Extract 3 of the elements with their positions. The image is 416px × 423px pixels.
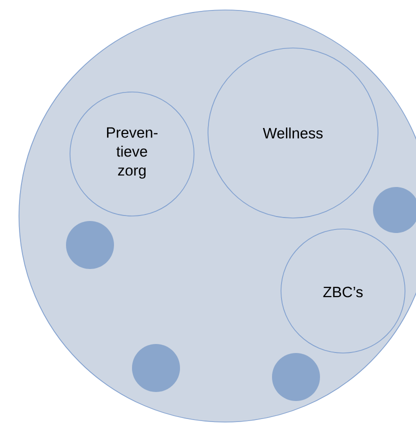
dot xyxy=(132,344,180,392)
dot xyxy=(272,353,320,401)
dot xyxy=(66,221,114,269)
